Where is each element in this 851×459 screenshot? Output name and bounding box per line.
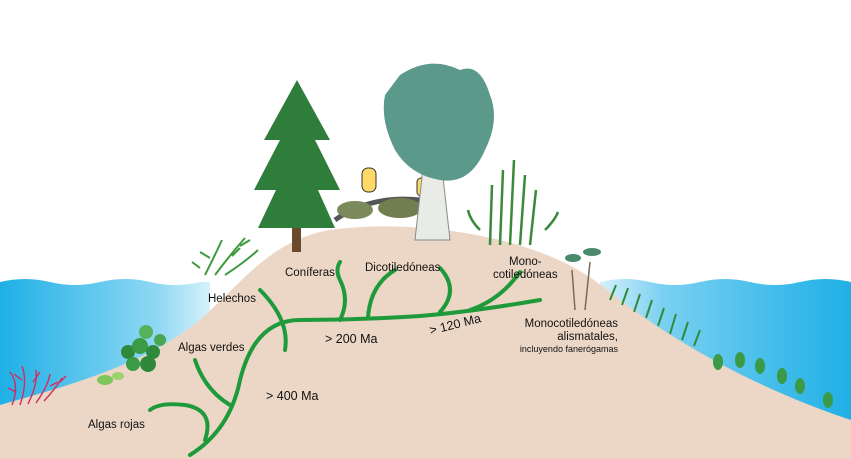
branch-trunk <box>188 298 542 457</box>
label-algas-rojas: Algas rojas <box>88 419 145 431</box>
branch-algas-rojas <box>148 402 210 442</box>
seagrass-icon <box>609 284 701 347</box>
label-algas-verdes: Algas verdes <box>178 342 245 354</box>
branch-dicot <box>366 268 397 320</box>
alismatales-line1: Monocotiledóneas <box>524 318 618 330</box>
label-monocotiledoneas: Mono- cotiledóneas <box>493 256 558 282</box>
conifer-tree-icon <box>254 80 340 252</box>
green-algae-icon <box>97 325 166 385</box>
branch-coniferas <box>335 260 347 322</box>
phylogeny-branches <box>148 260 542 457</box>
label-coniferas: Coníferas <box>285 267 335 279</box>
label-age-400: > 400 Ma <box>266 389 319 403</box>
label-helechos: Helechos <box>208 293 256 305</box>
label-dicotiledoneas: Dicotiledóneas <box>365 262 441 274</box>
fern-icon <box>191 237 259 276</box>
red-algae-icon <box>7 365 67 406</box>
aquatic-monocot-icon <box>565 248 601 311</box>
alismatales-line3: incluyendo fanerógamas <box>519 344 618 355</box>
branch-algas-verdes <box>193 358 232 407</box>
branch-monocot <box>468 270 522 312</box>
aquatic-leaves-icon <box>713 352 833 408</box>
monocot-line1: Mono- <box>508 256 542 268</box>
dicot-tree-icon <box>383 63 494 241</box>
alismatales-line2: alismatales, <box>557 331 618 344</box>
island <box>0 226 851 459</box>
branch-dicot2 <box>438 266 452 314</box>
label-alismatales: Monocotiledóneas alismatales, incluyendo… <box>518 318 618 355</box>
monocot-plants-icon <box>466 159 560 246</box>
label-age-200: > 200 Ma <box>325 332 378 346</box>
branch-helechos <box>258 288 288 352</box>
monocot-line2: cotiledóneas <box>493 269 558 282</box>
